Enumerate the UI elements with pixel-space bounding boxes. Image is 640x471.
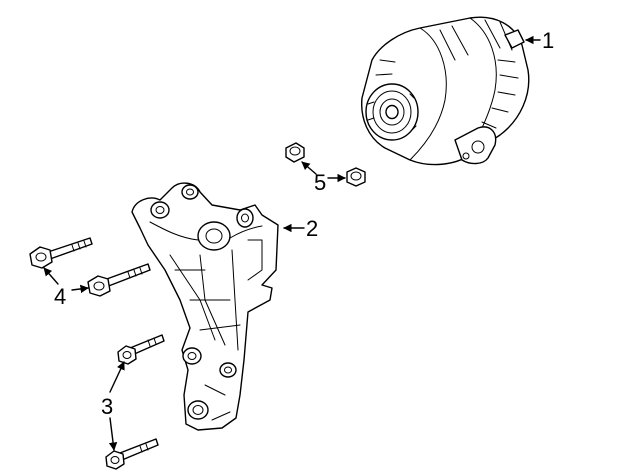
- callout-1: 1: [542, 28, 554, 53]
- mounting-bracket: [131, 182, 279, 431]
- leader-3: [108, 361, 125, 451]
- callout-2: 2: [306, 216, 318, 241]
- bolt-3-upper: [117, 334, 165, 365]
- bolt-4-upper: [29, 237, 93, 269]
- callout-4: 4: [54, 284, 66, 309]
- callout-5: 5: [314, 170, 326, 195]
- bolt-4-lower: [87, 263, 151, 297]
- alternator: [361, 16, 530, 166]
- leader-5: [301, 161, 346, 183]
- bolt-3-lower: [105, 438, 159, 470]
- nut-5-upper: [285, 142, 305, 163]
- leader-4: [43, 267, 89, 294]
- nut-5-lower: [346, 167, 366, 187]
- callout-3: 3: [101, 394, 113, 419]
